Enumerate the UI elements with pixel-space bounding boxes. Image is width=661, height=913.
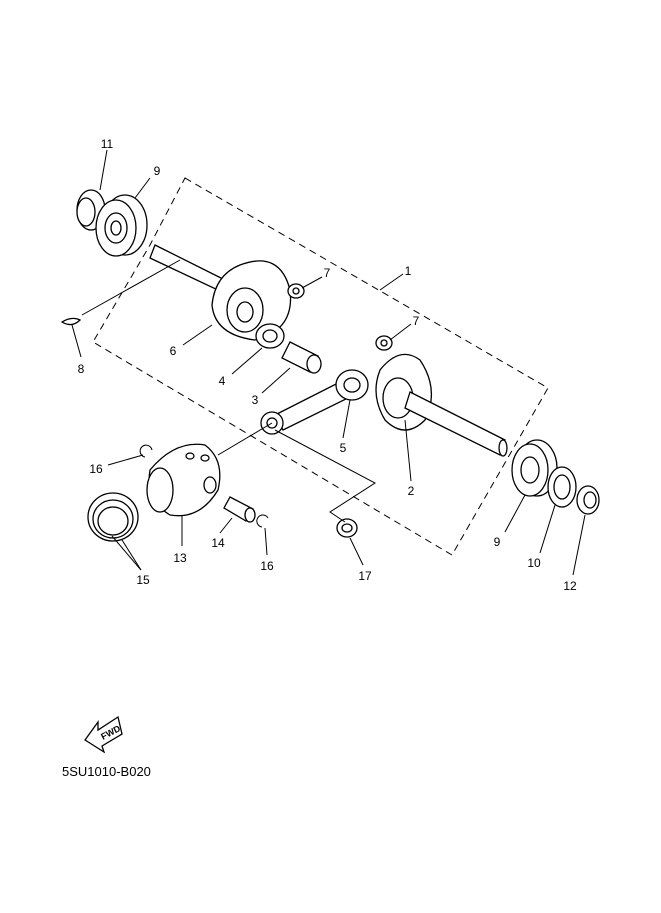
callout-label: 15	[136, 573, 150, 587]
callout-label: 10	[527, 556, 541, 570]
fwd-arrow-icon: FWD	[84, 715, 123, 754]
crank-pin-part	[281, 341, 322, 374]
leader-lines	[71, 149, 586, 576]
callout-label: 5	[340, 441, 347, 455]
bearing-part	[95, 194, 148, 257]
callout-label: 1	[405, 264, 412, 278]
diagram-code: 5SU1010-B020	[62, 764, 151, 779]
callout-label: 14	[211, 536, 225, 550]
callout-label: 9	[154, 164, 161, 178]
callout-label: 7	[324, 266, 331, 280]
callout-label: 8	[78, 362, 85, 376]
callout-label: 12	[563, 579, 577, 593]
callout-label: 16	[260, 559, 274, 573]
piston-part	[146, 443, 221, 517]
crank-right-part	[375, 353, 508, 457]
circlip-part	[256, 514, 269, 528]
callout-label: 7	[413, 314, 420, 328]
assembly-boundary	[92, 177, 549, 556]
piston-pin-part	[223, 496, 256, 523]
callout-label: 17	[358, 569, 372, 583]
callout-label: 16	[89, 462, 103, 476]
callout-label: 13	[173, 551, 187, 565]
bearing-part	[511, 439, 558, 497]
callout-label: 6	[170, 344, 177, 358]
crank-left-part	[149, 244, 292, 341]
piston-rings-part	[87, 492, 139, 542]
woodruff-key-part	[60, 317, 82, 326]
callout-label: 2	[408, 484, 415, 498]
callout-label: 11	[101, 137, 114, 151]
callout-label: 4	[219, 374, 226, 388]
callout-label: 3	[252, 393, 259, 407]
callout-label: 9	[494, 535, 501, 549]
